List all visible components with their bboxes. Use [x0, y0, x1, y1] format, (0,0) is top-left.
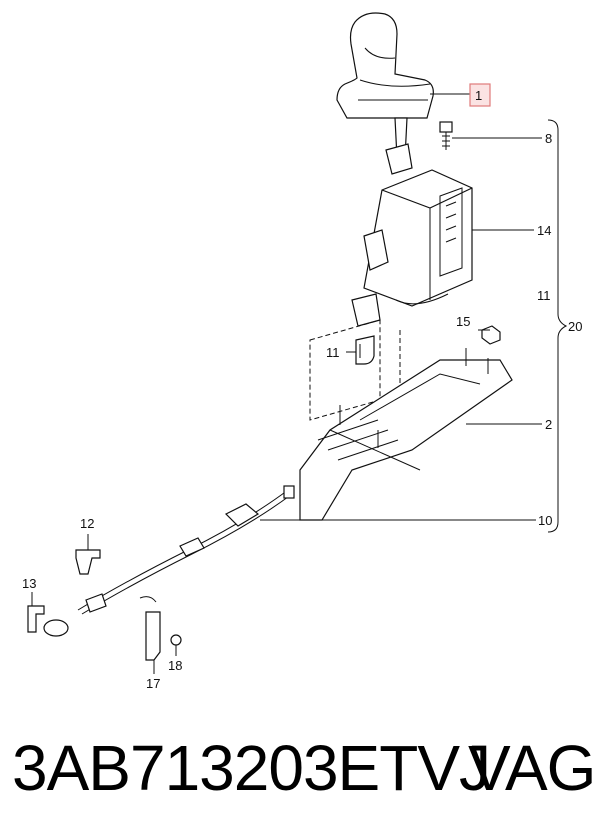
callout-14: 14 [537, 223, 551, 238]
callout-11-left: 11 [326, 345, 340, 360]
callout-18: 18 [168, 658, 182, 673]
callout-11-right: 11 [537, 288, 551, 303]
highlight-box [469, 83, 491, 107]
bolt-part [439, 121, 453, 150]
selector-mechanism-housing [351, 169, 473, 327]
brand-name: VAG [468, 732, 596, 804]
selector-cable [43, 485, 295, 637]
group-brace [547, 119, 568, 533]
retaining-clip-part [75, 549, 101, 575]
part-caption: 3AB713203ETVJ VAG [0, 718, 600, 818]
callout-20: 20 [568, 319, 582, 334]
callout-1: 1 [475, 88, 482, 103]
base-bracket-plate [299, 348, 513, 521]
end-bracket-part [27, 605, 45, 633]
callout-10: 10 [538, 513, 552, 528]
callout-12: 12 [80, 516, 94, 531]
small-nut-part [170, 634, 182, 646]
callout-17: 17 [146, 676, 160, 691]
exploded-parts-diagram: 1 8 14 11 20 15 11 2 10 12 13 18 17 [22, 12, 582, 691]
gear-knob-boot-part [336, 12, 434, 119]
callout-8: 8 [545, 131, 552, 146]
callout-13: 13 [22, 576, 36, 591]
callout-2: 2 [545, 417, 552, 432]
callout-15: 15 [456, 314, 470, 329]
nut-part [481, 325, 501, 345]
clip-part [355, 335, 375, 365]
shift-lever-rod [385, 117, 413, 175]
part-number: 3AB713203ETVJ [12, 732, 491, 804]
cable-bracket-part [139, 596, 161, 661]
callout-leaders [31, 93, 542, 674]
